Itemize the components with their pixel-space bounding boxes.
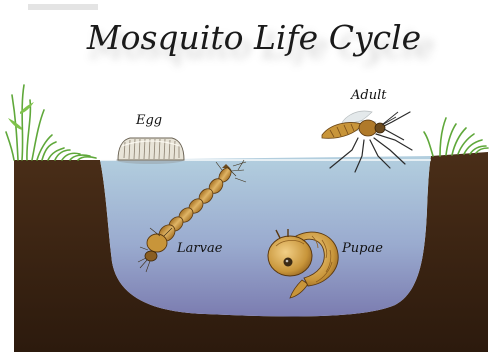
stage-label-larvae: Larvae: [176, 241, 223, 256]
grass-right: [424, 118, 488, 156]
water-pond: [100, 156, 431, 316]
stage-label-pupae: Pupae: [341, 241, 383, 256]
page-title: Mosquito Life Cycle: [86, 18, 421, 57]
egg-raft-illustration: [116, 138, 184, 164]
stage-label-adult: Adult: [350, 88, 387, 103]
corner-smudge: [28, 4, 98, 10]
grass-left: [6, 85, 96, 160]
stage-label-egg: Egg: [135, 113, 162, 128]
